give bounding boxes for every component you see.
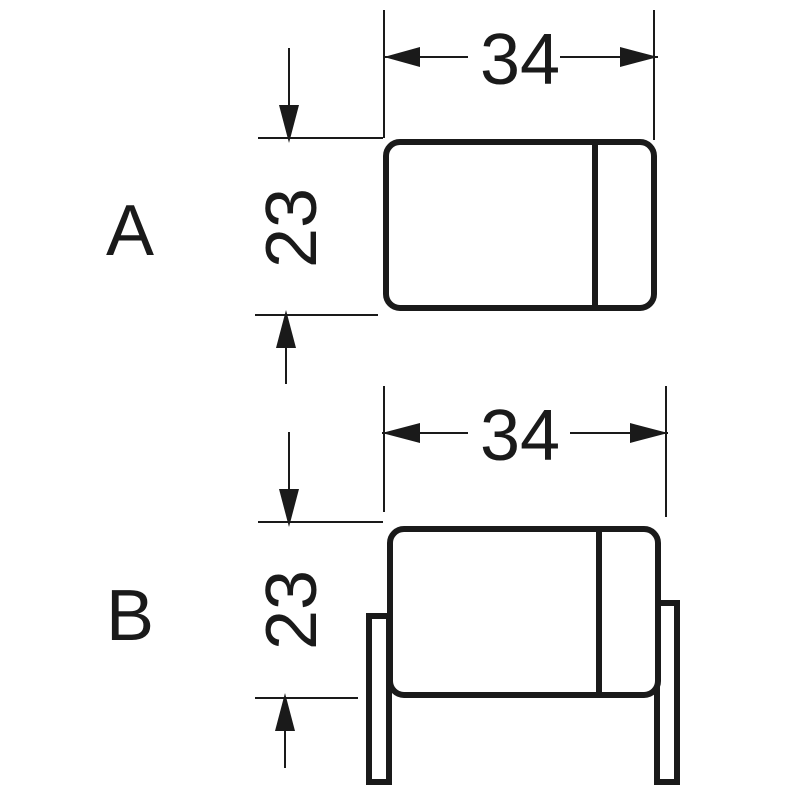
component-body-a: [383, 139, 657, 311]
variant-b: B 34 23: [106, 386, 680, 785]
width-value-b: 34: [480, 396, 560, 476]
width-dimension-a: [383, 10, 658, 140]
component-body-b: [387, 526, 661, 698]
variant-b-label: B: [106, 576, 154, 656]
height-dimension-b: [255, 432, 383, 768]
variant-a-label: A: [106, 191, 154, 271]
width-value-a: 34: [480, 20, 560, 100]
height-dimension-a: [255, 48, 383, 384]
width-dimension-b: [382, 386, 668, 517]
variant-a: A 34 23: [106, 10, 658, 384]
leg-left: [366, 613, 392, 785]
leg-right: [654, 600, 680, 785]
height-value-b: 23: [252, 570, 332, 650]
height-value-a: 23: [252, 188, 332, 268]
